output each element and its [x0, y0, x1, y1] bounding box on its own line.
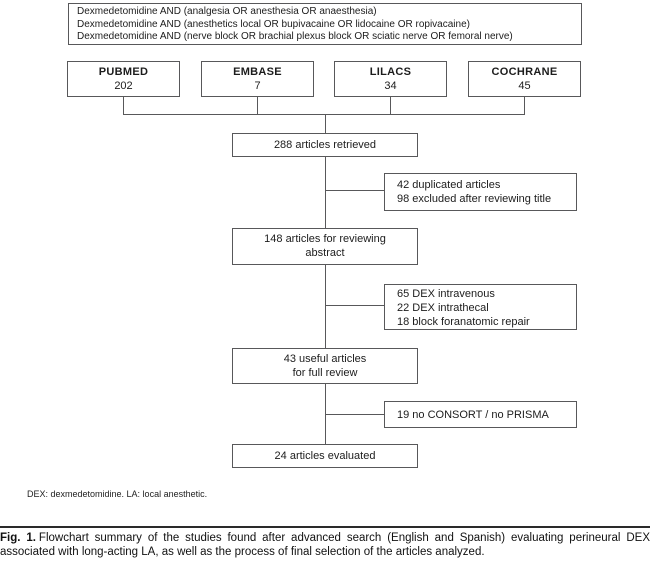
- keyword-line: Dexmedetomidine AND (anesthetics local O…: [77, 18, 470, 30]
- database-name: EMBASE: [233, 66, 282, 78]
- flow-box-reviewing-abstract: 148 articles for reviewing abstract: [232, 228, 418, 265]
- database-count: 34: [384, 80, 397, 92]
- connector-stub-lilacs: [390, 97, 391, 115]
- flow-box-text: for full review: [292, 367, 358, 379]
- connector-vertical-2: [325, 157, 326, 228]
- database-name: COCHRANE: [491, 66, 558, 78]
- database-box-embase: EMBASE 7: [201, 61, 314, 97]
- flow-box-articles-evaluated: 24 articles evaluated: [232, 444, 418, 468]
- flow-box-text: 43 useful articles: [283, 353, 367, 365]
- exclusion-line: 42 duplicated articles: [397, 179, 501, 191]
- database-count: 202: [114, 80, 133, 92]
- flow-box-text: 288 articles retrieved: [273, 139, 377, 151]
- caption-divider: [0, 526, 650, 528]
- database-box-pubmed: PUBMED 202: [67, 61, 180, 97]
- connector-stub-cochrane: [524, 97, 525, 115]
- figure-caption-label: Fig. 1.: [0, 532, 36, 544]
- connector-horizontal-join: [123, 114, 525, 115]
- figure-caption-text: Flowchart summary of the studies found a…: [0, 532, 650, 558]
- exclusion-line: 19 no CONSORT / no PRISMA: [397, 409, 549, 421]
- figure-caption: Fig. 1.Flowchart summary of the studies …: [0, 531, 650, 559]
- connector-stub-embase: [257, 97, 258, 115]
- exclusion-box-duplicates: 42 duplicated articles 98 excluded after…: [384, 173, 577, 211]
- flow-box-articles-retrieved: 288 articles retrieved: [232, 133, 418, 157]
- flow-box-full-review: 43 useful articles for full review: [232, 348, 418, 384]
- database-count: 7: [254, 80, 261, 92]
- database-count: 45: [518, 80, 531, 92]
- database-name: PUBMED: [98, 66, 149, 78]
- exclusion-line: 18 block foranatomic repair: [397, 316, 530, 328]
- connector-stub-pubmed: [123, 97, 124, 115]
- abbreviations-footnote: DEX: dexmedetomidine. LA: local anesthet…: [27, 489, 208, 499]
- flow-box-text: 148 articles for reviewing: [264, 233, 386, 245]
- keyword-line: Dexmedetomidine AND (analgesia OR anesth…: [77, 6, 377, 17]
- exclusion-box-dex-routes: 65 DEX intravenous 22 DEX intrathecal 18…: [384, 284, 577, 330]
- database-name: LILACS: [369, 66, 412, 78]
- database-box-lilacs: LILACS 34: [334, 61, 447, 97]
- connector-branch-dex-routes: [325, 305, 384, 306]
- keyword-line: Dexmedetomidine AND (nerve block OR brac…: [77, 31, 513, 43]
- connector-vertical-3: [325, 265, 326, 348]
- connector-vertical-1: [325, 114, 326, 133]
- search-keywords-box: Dexmedetomidine AND (analgesia OR anesth…: [68, 3, 582, 45]
- database-box-cochrane: COCHRANE 45: [468, 61, 581, 97]
- exclusion-line: 22 DEX intrathecal: [397, 302, 489, 314]
- flow-box-text: abstract: [305, 247, 345, 259]
- exclusion-line: 65 DEX intravenous: [397, 288, 495, 300]
- exclusion-line: 98 excluded after reviewing title: [397, 193, 552, 205]
- connector-branch-duplicates: [325, 190, 384, 191]
- connector-branch-consort: [325, 414, 384, 415]
- exclusion-box-no-consort-prisma: 19 no CONSORT / no PRISMA: [384, 401, 577, 428]
- flow-box-text: 24 articles evaluated: [274, 450, 376, 462]
